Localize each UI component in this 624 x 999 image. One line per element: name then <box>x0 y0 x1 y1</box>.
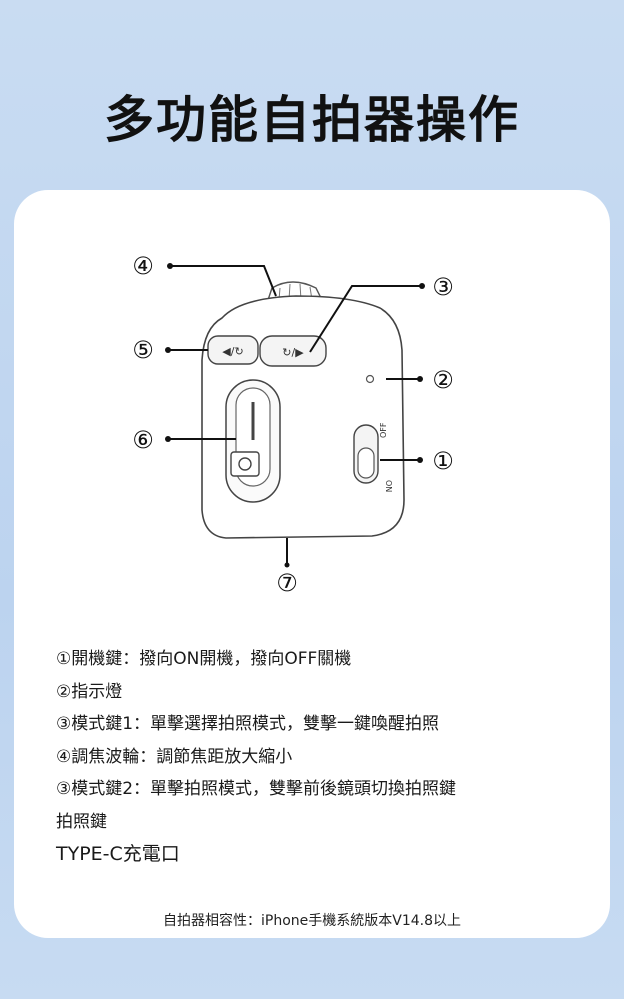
callout-6: ⑥ <box>132 426 154 454</box>
description-power-key: ①開機鍵：撥向ON開機，撥向OFF關機 <box>56 649 352 669</box>
callout-7: ⑦ <box>276 569 298 597</box>
description-type-c-port: TYPE-C充電口 <box>56 843 180 865</box>
svg-text:↻/▶: ↻/▶ <box>282 346 304 359</box>
svg-text:ON: ON <box>384 480 393 492</box>
mode-button-1: ↻/▶ <box>259 335 327 367</box>
svg-text:OFF: OFF <box>379 422 388 438</box>
type-c-port <box>284 538 290 568</box>
mode-button-2: ◀/↻ <box>207 335 259 365</box>
description-focus-wheel: ④調焦波輪：調節焦距放大縮小 <box>56 746 293 767</box>
power-switch: OFF ON <box>353 422 393 492</box>
callout-1: ① <box>432 447 454 475</box>
compatibility-note: 自拍器相容性：iPhone手機系統版本V14.8以上 <box>162 913 461 929</box>
shutter-button <box>225 379 281 503</box>
callout-5: ⑤ <box>132 336 154 364</box>
device-diagram: ◀/↻ ↻/▶ OFF ON ④ ⑤ ⑥ ③ ② <box>132 252 454 597</box>
indicator-light <box>365 374 375 384</box>
description-list: ①開機鍵：撥向ON開機，撥向OFF關機 ②指示燈 ③模式鍵1：單擊選擇拍照模式，… <box>56 643 576 871</box>
description-indicator: ②指示燈 <box>56 681 123 702</box>
description-mode-key-2: ③模式鍵2：單擊拍照模式，雙擊前後鏡頭切換拍照鍵 <box>56 779 457 799</box>
callout-4: ④ <box>132 252 154 280</box>
callout-leaders <box>168 265 422 461</box>
description-mode-key-1: ③模式鍵1：單擊選擇拍照模式，雙擊一鍵喚醒拍照 <box>56 714 440 734</box>
callout-dots <box>165 263 425 463</box>
page-title: 多功能自拍器操作 <box>104 91 520 149</box>
svg-text:◀/↻: ◀/↻ <box>222 345 243 358</box>
callout-3: ③ <box>432 273 454 301</box>
description-shutter-key: 拍照鍵 <box>56 811 107 832</box>
callout-2: ② <box>432 366 454 394</box>
